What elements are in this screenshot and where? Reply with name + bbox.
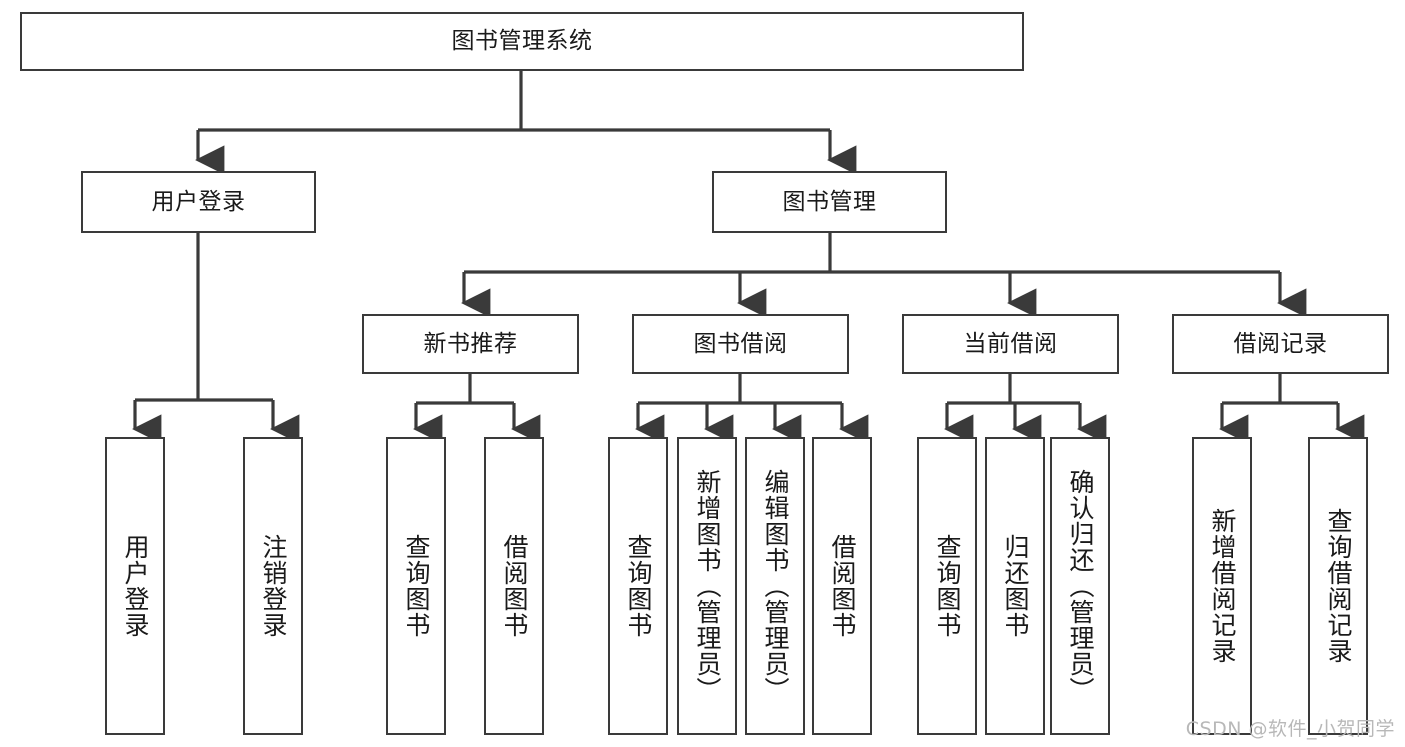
leaf-user-login-logout[interactable]: 注销登录 xyxy=(243,437,303,735)
leaf-borrow-edit-book[interactable]: 编辑图书（管理员） xyxy=(745,437,805,735)
node-label: 归还图书 xyxy=(1001,534,1030,638)
node-user-login[interactable]: 用户登录 xyxy=(81,171,316,233)
node-label: 用户登录 xyxy=(121,534,150,638)
node-label: 用户登录 xyxy=(151,188,246,215)
node-label: 图书借阅 xyxy=(693,330,788,357)
leaf-borrow-add-book[interactable]: 新增图书（管理员） xyxy=(677,437,737,735)
node-label: 注销登录 xyxy=(259,534,288,638)
leaf-borrow-query-book[interactable]: 查询图书 xyxy=(608,437,668,735)
node-root-system[interactable]: 图书管理系统 xyxy=(20,12,1024,71)
node-label: 新书推荐 xyxy=(423,330,518,357)
node-label: 新增借阅记录 xyxy=(1208,508,1237,664)
node-label: 当前借阅 xyxy=(963,330,1058,357)
leaf-user-login-login[interactable]: 用户登录 xyxy=(105,437,165,735)
node-label: 图书管理系统 xyxy=(451,28,593,54)
node-label: 借阅图书 xyxy=(828,534,857,638)
node-book-management[interactable]: 图书管理 xyxy=(712,171,947,233)
node-borrow-record[interactable]: 借阅记录 xyxy=(1172,314,1389,374)
leaf-current-return-book[interactable]: 归还图书 xyxy=(985,437,1045,735)
node-new-book-recommend[interactable]: 新书推荐 xyxy=(362,314,579,374)
node-label: 确认归还（管理员） xyxy=(1066,469,1095,703)
node-current-borrow[interactable]: 当前借阅 xyxy=(902,314,1119,374)
leaf-recommend-borrow-book[interactable]: 借阅图书 xyxy=(484,437,544,735)
leaf-current-query-book[interactable]: 查询图书 xyxy=(917,437,977,735)
node-label: 查询图书 xyxy=(933,534,962,638)
leaf-current-confirm-return[interactable]: 确认归还（管理员） xyxy=(1050,437,1110,735)
node-label: 查询图书 xyxy=(402,534,431,638)
leaf-recommend-query-book[interactable]: 查询图书 xyxy=(386,437,446,735)
node-label: 借阅记录 xyxy=(1233,330,1328,357)
leaf-record-add-record[interactable]: 新增借阅记录 xyxy=(1192,437,1252,735)
node-label: 图书管理 xyxy=(782,188,877,215)
node-label: 编辑图书（管理员） xyxy=(761,469,790,703)
node-label: 新增图书（管理员） xyxy=(693,469,722,703)
watermark: CSDN @软件_小贺同学 xyxy=(1185,718,1395,740)
leaf-record-query-record[interactable]: 查询借阅记录 xyxy=(1308,437,1368,735)
node-label: 查询图书 xyxy=(624,534,653,638)
node-label: 借阅图书 xyxy=(500,534,529,638)
node-book-borrow[interactable]: 图书借阅 xyxy=(632,314,849,374)
leaf-borrow-borrow-book[interactable]: 借阅图书 xyxy=(812,437,872,735)
node-label: 查询借阅记录 xyxy=(1324,508,1353,664)
